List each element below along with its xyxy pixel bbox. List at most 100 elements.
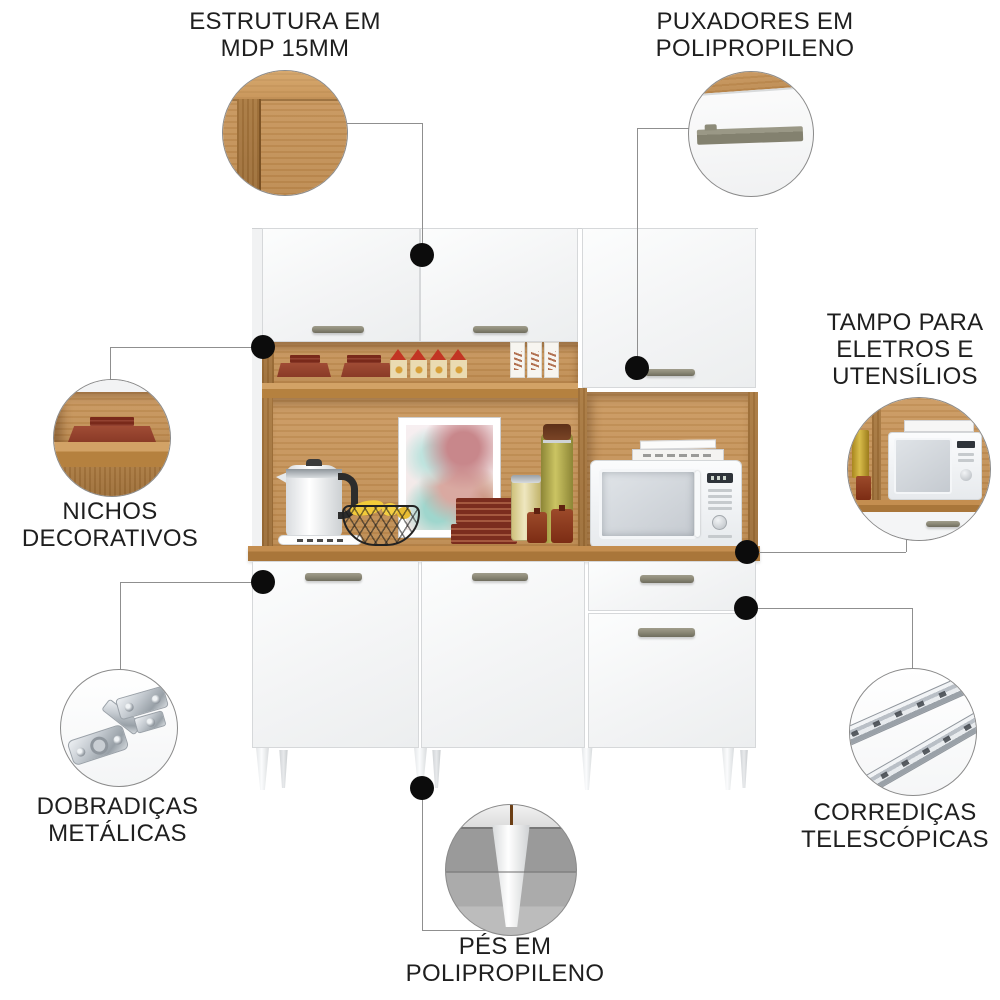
cabinet-foot-rear — [740, 750, 748, 788]
handle-detail-nub — [704, 124, 717, 131]
microwave-display — [707, 473, 733, 483]
tampo-detail-mw-knob — [960, 469, 972, 481]
connector-estrutura-v — [422, 123, 423, 255]
connector-corredicas-h — [746, 608, 912, 609]
door-handle-photo-icon — [688, 71, 814, 197]
niche-box-2 — [410, 349, 427, 378]
wood-top-board — [223, 71, 347, 101]
microwave-knob — [712, 515, 727, 530]
connector-pes-v — [422, 788, 423, 930]
center-divider-panel — [578, 388, 587, 546]
label-nichos-line1: NICHOS — [62, 498, 158, 525]
box-roof — [430, 349, 446, 360]
microwave-countertop-photo-icon — [847, 397, 991, 541]
box-body — [430, 360, 447, 378]
label-pes-line2: POLIPROPILENO — [405, 960, 605, 987]
microwave — [590, 460, 742, 548]
tampo-detail-mw-buttons — [958, 459, 974, 462]
jar-notch — [559, 505, 565, 511]
microwave-button-row — [708, 507, 732, 510]
box-body — [390, 360, 407, 378]
cabinet-foot-rear — [279, 750, 288, 788]
tampo-detail-drawer-handle — [926, 521, 960, 527]
pasta-jar-lid — [511, 475, 541, 483]
hinge-cup-ring — [87, 734, 111, 757]
microwave-door-handle — [695, 471, 700, 537]
tampo-detail-microwave — [888, 432, 982, 500]
base-center-door — [421, 561, 585, 748]
marker-dot-estrutura — [410, 243, 434, 267]
kettle-lid-knob — [306, 459, 322, 466]
niche-tray-stack-right — [347, 355, 381, 363]
base-left-door-handle — [305, 573, 362, 581]
microwave-button-row — [708, 501, 732, 504]
marker-dot-nichos — [251, 335, 275, 359]
carton-print — [531, 351, 539, 370]
marker-dot-puxadores — [625, 356, 649, 380]
telescopic-slide-photo-icon — [849, 668, 977, 796]
microwave-button-row — [708, 489, 732, 492]
label-dobradicas-line2: METÁLICAS — [48, 820, 187, 847]
cabinet-foot-rear — [432, 750, 441, 788]
foot-detail-screw-pin — [510, 805, 513, 825]
microwave-door — [599, 469, 697, 539]
niche-detail-door-above — [54, 380, 170, 392]
plate-stack-upper — [456, 498, 514, 524]
box-roof — [450, 349, 466, 360]
upper-tall-door-handle — [645, 369, 695, 376]
base-left-door — [252, 561, 419, 748]
connector-puxadores-h — [637, 128, 689, 129]
niche-detail-shelf — [54, 442, 170, 467]
display-digits — [711, 476, 729, 480]
hinge-screw — [150, 693, 162, 706]
upper-tall-door — [582, 228, 756, 388]
marker-dot-tampo — [735, 540, 759, 564]
marker-dot-pes — [410, 776, 434, 800]
connector-nichos-v — [110, 347, 111, 380]
base-right-door-handle — [638, 628, 695, 637]
foot-detail-floor-line — [446, 871, 576, 873]
wood-corner-strip — [237, 99, 261, 195]
cabinet-foot — [581, 748, 593, 790]
niche-detail-stack — [90, 417, 134, 426]
tampo-detail-counter — [848, 500, 990, 512]
tampo-detail-books — [904, 420, 974, 432]
tampo-detail-jar — [856, 476, 871, 500]
label-tampo-line3: UTENSÍLIOS — [832, 363, 978, 390]
base-center-door-handle — [472, 573, 528, 581]
hinge-base-plate — [66, 723, 130, 767]
carton-print — [548, 351, 556, 370]
tampo-detail-mw-display — [957, 441, 975, 448]
tampo-detail-drawer — [848, 512, 990, 540]
label-pes-line1: PÉS EM — [458, 933, 552, 960]
connector-puxadores-v — [637, 128, 638, 368]
upper-left-door — [262, 228, 420, 342]
cabinet-right-wall — [748, 392, 758, 546]
connector-corredicas-v — [912, 608, 913, 669]
label-puxadores: PUXADORES EM POLIPROPILENO — [625, 8, 885, 62]
label-estrutura-line1: ESTRUTURA EM — [189, 8, 381, 35]
amber-jar-small — [527, 508, 547, 543]
label-dobradicas: DOBRADIÇAS METÁLICAS — [5, 793, 230, 847]
kettle-base-buttons — [297, 539, 343, 542]
label-corredicas: CORREDIÇAS TELESCÓPICAS — [790, 799, 1000, 853]
hinge-screw — [123, 701, 135, 713]
amber-jar-large — [551, 505, 573, 543]
tampo-detail-mw-door — [894, 438, 952, 494]
plate-stack-lower — [451, 524, 517, 544]
carton-print — [514, 351, 522, 370]
label-tampo-line1: TAMPO PARA — [826, 309, 984, 336]
box-roof — [390, 349, 406, 360]
niche-detail-lower — [54, 467, 170, 496]
basket-mesh — [342, 505, 420, 546]
hinge-screw — [145, 716, 157, 728]
niche-carton-2 — [527, 342, 542, 378]
tampo-detail-divider — [872, 398, 881, 502]
niche-shelf — [262, 383, 578, 398]
microwave-button-row — [708, 535, 732, 538]
label-corredicas-line1: CORREDIÇAS — [813, 799, 977, 826]
label-estrutura: ESTRUTURA EM MDP 15MM — [155, 8, 415, 62]
connector-pes-h — [422, 930, 488, 931]
hinge-screw — [75, 746, 87, 758]
box-body — [450, 360, 467, 378]
